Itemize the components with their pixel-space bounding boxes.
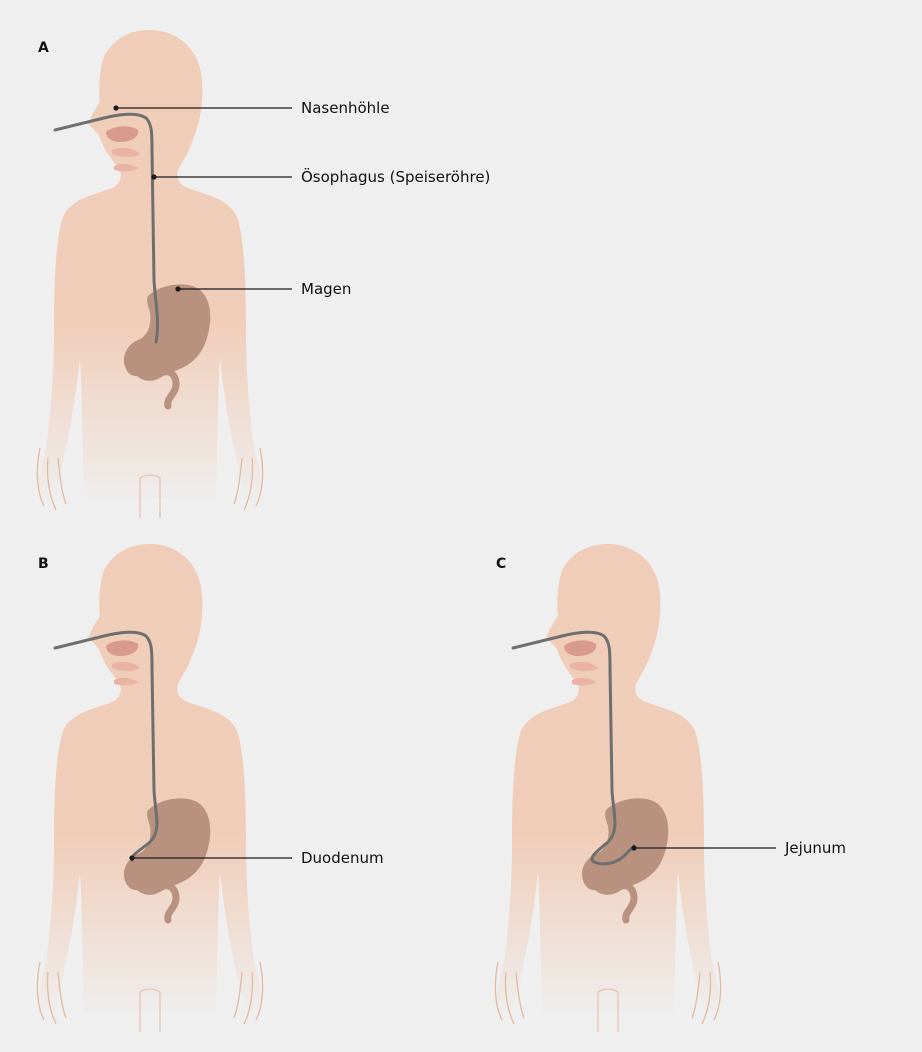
label-jejunum: Jejunum [784,839,846,857]
label-magen: Magen [301,280,351,298]
human-figure-b [37,544,262,1032]
label-duodenum: Duodenum [301,849,384,867]
panel-letter-a: A [38,40,49,56]
human-figure-c [495,544,720,1032]
human-figure-a [37,30,262,518]
panel-a: A Nasenhöhle Ösophagus (Speiseröhre) Mag… [37,30,490,518]
panel-c: C Jejunum [495,544,846,1032]
label-oesophagus: Ösophagus (Speiseröhre) [301,167,490,186]
callout-esophagus: Ösophagus (Speiseröhre) [151,167,490,186]
panel-letter-b: B [38,556,49,572]
panel-letter-c: C [496,556,506,572]
label-nasenhoehle: Nasenhöhle [301,99,390,117]
panel-b: B Duodenum [37,544,383,1032]
